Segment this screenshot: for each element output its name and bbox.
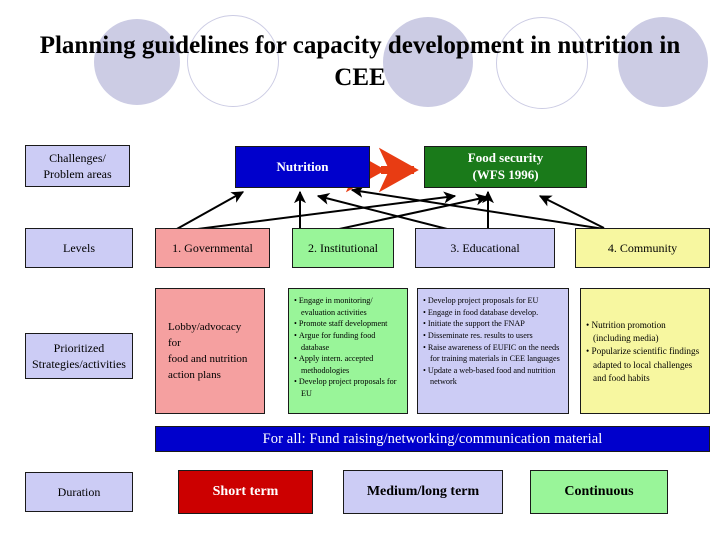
arrow-comm-to-foodsec	[538, 195, 605, 229]
list-item: Develop project proposals for EU	[294, 376, 402, 399]
challenges-line-1: Challenges/	[49, 150, 106, 165]
arrow-gov-to-foodsec	[181, 191, 457, 232]
arrow-gov-to-nutrition	[174, 191, 245, 231]
list-item: Raise awareness of EUFIC on the needs fo…	[423, 342, 563, 365]
duration-box-short-term[interactable]: Short term	[178, 470, 313, 514]
challenges-line-2: Problem areas	[43, 167, 112, 181]
strategy-box-educational[interactable]: Develop project proposals for EU Engage …	[417, 288, 569, 414]
strategy-box-governmental[interactable]: Lobby/advocacy for food and nutrition ac…	[155, 288, 265, 414]
list-item: Engage in food database develop.	[423, 307, 563, 319]
header-box-food-security[interactable]: Food security (WFS 1996)	[424, 146, 587, 188]
duration-box-medium-long-term[interactable]: Medium/long term	[343, 470, 503, 514]
gov-text-line-1: Lobby/advocacy for	[168, 321, 242, 350]
banner-label: For all: Fund raising/networking/communi…	[262, 430, 603, 447]
levels-label: Levels	[63, 240, 95, 255]
strategies-line-2: Strategies/activities	[32, 357, 126, 371]
header-box-nutrition[interactable]: Nutrition	[235, 146, 370, 188]
food-security-line-2: (WFS 1996)	[472, 167, 539, 182]
list-item: Promote staff development	[294, 318, 402, 330]
list-item: Popularize scientific findings adapted t…	[586, 345, 704, 384]
level-label-4: 4. Community	[607, 240, 678, 255]
for-all-banner: For all: Fund raising/networking/communi…	[155, 426, 710, 452]
level-label-1: 1. Governmental	[172, 240, 253, 255]
arrow-comm-to-nutrition	[350, 185, 618, 232]
food-security-line-1: Food security	[467, 150, 544, 166]
list-item: Initiate the support the FNAP	[423, 318, 563, 330]
strategies-line-1: Prioritized	[53, 340, 105, 355]
educational-bullet-list: Develop project proposals for EU Engage …	[423, 295, 563, 388]
page-title: Planning guidelines for capacity develop…	[39, 32, 681, 91]
institutional-bullet-list: Engage in monitoring/ evaluation activit…	[294, 295, 402, 400]
community-bullet-list: Nutrition promotion (including media) Po…	[586, 319, 704, 384]
list-item: Nutrition promotion (including media)	[586, 319, 704, 345]
duration-label-1: Short term	[212, 484, 279, 499]
gov-text-line-2: food and nutrition	[168, 353, 248, 365]
list-item: Update a web-based food and nutrition ne…	[423, 365, 563, 388]
duration-label-2: Medium/long term	[366, 484, 480, 499]
level-box-institutional[interactable]: 2. Institutional	[292, 228, 394, 268]
row-label-duration: Duration	[25, 472, 133, 512]
row-label-challenges: Challenges/ Problem areas	[25, 145, 130, 187]
strategy-box-community[interactable]: Nutrition promotion (including media) Po…	[580, 288, 710, 414]
level-box-community[interactable]: 4. Community	[575, 228, 710, 268]
level-label-3: 3. Educational	[450, 240, 520, 255]
duration-box-continuous[interactable]: Continuous	[530, 470, 668, 514]
list-item: Disseminate res. results to users	[423, 330, 563, 342]
arrow-edu-to-nutrition	[316, 192, 456, 232]
row-label-strategies: Prioritized Strategies/activities	[25, 333, 133, 379]
arrow-inst-to-foodsec	[329, 193, 489, 232]
list-item: Engage in monitoring/ evaluation activit…	[294, 295, 402, 318]
list-item: Argue for funding food database	[294, 330, 402, 353]
duration-label: Duration	[57, 484, 101, 499]
duration-label-3: Continuous	[564, 484, 634, 499]
strategy-box-institutional[interactable]: Engage in monitoring/ evaluation activit…	[288, 288, 408, 414]
row-label-levels: Levels	[25, 228, 133, 268]
level-label-2: 2. Institutional	[308, 240, 378, 255]
nutrition-label: Nutrition	[276, 158, 329, 174]
list-item: Apply intern. accepted methodologies	[294, 353, 402, 376]
level-box-governmental[interactable]: 1. Governmental	[155, 228, 270, 268]
list-item: Develop project proposals for EU	[423, 295, 563, 307]
level-box-educational[interactable]: 3. Educational	[415, 228, 555, 268]
gov-text-line-3: action plans	[168, 368, 221, 381]
